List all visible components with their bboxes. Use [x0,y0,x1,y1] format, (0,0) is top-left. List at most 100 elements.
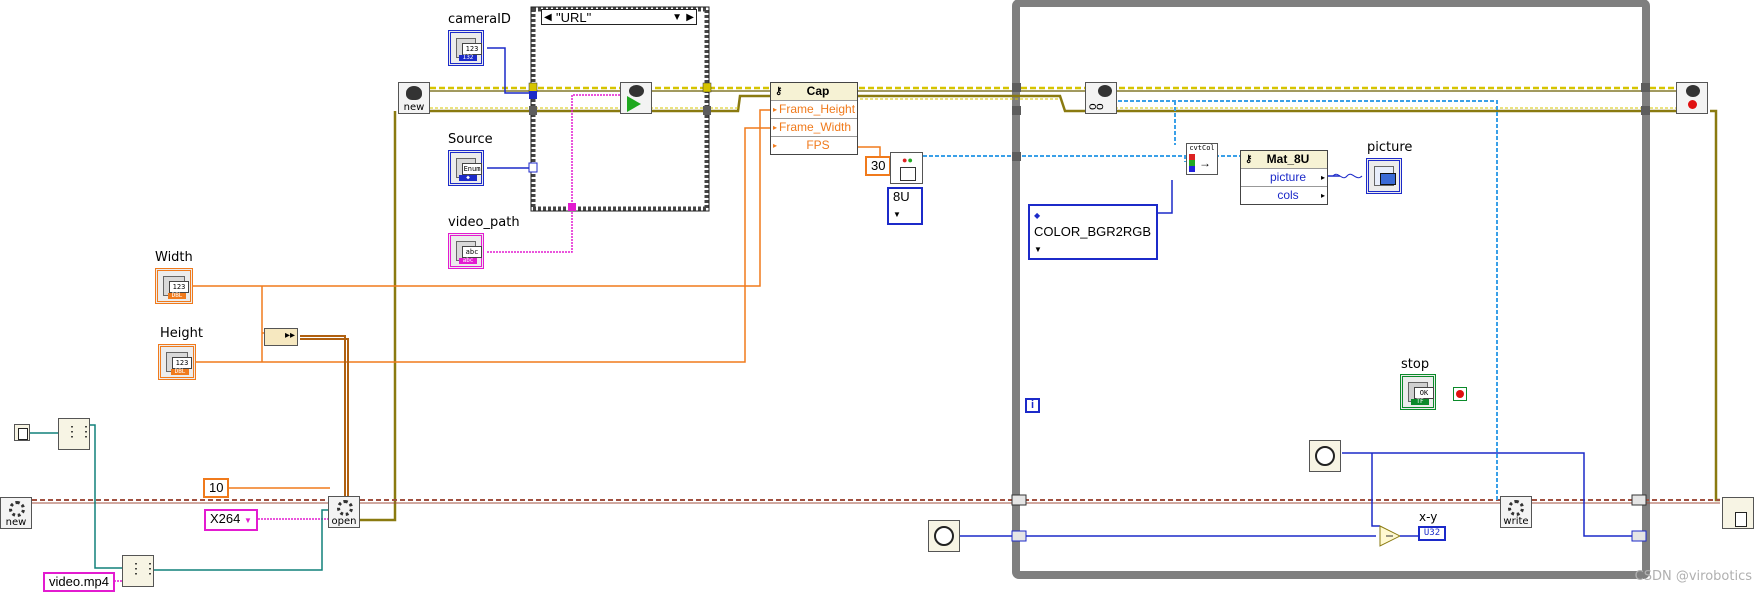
rgb-bars-icon [1189,154,1195,172]
case-dropdown-icon[interactable]: ▼ [672,12,682,23]
wrench-icon: ⚷ [1245,154,1253,165]
fps-constant[interactable]: 30 [865,156,892,176]
cap-row-label: FPS [806,138,830,152]
num-tag: 123 [172,357,192,369]
play-icon [627,96,641,112]
cap-row-frame-height[interactable]: ▸ Frame_Height [771,100,857,118]
color-dots-icon: ●● [902,155,913,165]
dropdown-icon: ▼ [1034,245,1042,254]
cap-property-node[interactable]: ⚷ Cap ▸ Frame_Height ▸ Frame_Width ▸ FPS [770,82,858,155]
strip-path-vi[interactable]: ⋮⋮ [58,418,93,450]
output-arrow-icon: ▸ [1320,173,1325,182]
xy-indicator[interactable]: U32 [1418,526,1446,541]
cap-row-label: Frame_Height [779,102,856,116]
output-arrow-icon: ▸ [773,141,778,150]
write-caption: write [1503,516,1529,527]
clock-icon [934,526,954,546]
output-arrow-icon: ▸ [1320,191,1325,200]
frame-icon [900,167,916,181]
glasses-icon: ᴑᴑ [1089,99,1104,113]
app-dir-vi[interactable] [14,424,30,441]
release-writer-vi[interactable] [1722,497,1754,529]
mat-row-picture[interactable]: picture ▸ [1241,168,1327,186]
picture-icon [1380,173,1396,185]
case-next-arrow[interactable]: ▶ [686,12,694,23]
width-label: Width [155,250,193,265]
tree-icon: ⋮⋮ [65,423,93,439]
build-array-node[interactable]: ▸▸ [264,328,298,346]
num-tag: 123 [169,281,189,293]
case-selector[interactable]: ◀ "URL" ▼ ▶ [541,9,697,25]
stop-label: stop [1401,357,1430,372]
open-writer-vi[interactable]: open [328,496,360,528]
dropdown-icon: ▼ [893,210,901,219]
codec-value: X264 [210,511,241,526]
release-capture-vi[interactable] [1676,82,1708,114]
file-icon [1735,512,1747,527]
filename-constant[interactable]: video.mp4 [43,572,115,592]
file-icon [18,428,28,440]
mat-node-title: Mat_8U [1266,152,1310,166]
picture-indicator[interactable] [1366,158,1402,194]
stop-red-icon [1688,100,1697,109]
ten-constant[interactable]: 10 [203,478,230,498]
cap-row-label: Frame_Width [779,120,852,134]
mat-row-cols[interactable]: cols ▸ [1241,186,1327,204]
film-reel-icon [337,500,353,516]
video-path-label: video_path [448,215,520,230]
mat-row-label: cols [1277,188,1299,202]
camera-icon [629,85,644,97]
stop-condition-icon[interactable] [1453,387,1467,401]
case-prev-arrow[interactable]: ◀ [544,12,552,23]
tf-tag: TF [1411,399,1429,405]
video-path-terminal[interactable]: abc abc [448,233,484,269]
color-code-value: COLOR_BGR2RGB [1034,224,1152,239]
camera-id-terminal[interactable]: 123 I32 [448,30,484,66]
camera-icon [1686,85,1700,97]
type-tag: DBL [168,293,186,299]
read-frame-vi[interactable]: ᴑᴑ [1085,82,1117,114]
write-video-vi[interactable]: write [1500,496,1532,528]
build-array-icon: ▸▸ [284,330,295,341]
xy-label: x-y [1419,510,1438,524]
codec-selector[interactable]: X264 ▼ [204,509,258,531]
enum-arrows-icon: ◆ [459,175,477,181]
create-mat-vi[interactable]: ●● [890,152,923,184]
str-type-tag: abc [459,258,477,264]
new-writer-caption: new [5,517,27,528]
new-writer-vi[interactable]: new [0,497,32,529]
timer-clock-icon[interactable] [1309,440,1341,472]
depth-selector[interactable]: 8U ▼ [887,187,923,225]
color-code-selector[interactable]: ◆ COLOR_BGR2RGB ▼ [1028,204,1158,260]
open-caption: open [331,516,357,527]
cap-node-header: ⚷ Cap [771,83,857,100]
input-arrow-icon: ▸ [773,123,778,132]
new-capture-vi[interactable]: new [398,82,430,114]
new-caption: new [403,102,425,113]
dropdown-icon: ▼ [244,516,252,525]
source-terminal[interactable]: Enum ◆ [448,150,484,186]
start-timer-clock-icon[interactable] [928,520,960,552]
mat-property-node[interactable]: ⚷ Mat_8U picture ▸ cols ▸ [1240,150,1328,205]
ok-tag: OK [1414,387,1434,399]
case-selector-value: "URL" [556,10,592,25]
cap-row-frame-width[interactable]: ▸ Frame_Width [771,118,857,136]
cap-row-fps[interactable]: ▸ FPS [771,136,857,154]
type-tag: I32 [459,55,477,61]
while-loop-frame [1012,0,1650,579]
camera-icon [1098,85,1112,97]
height-terminal[interactable]: 123 DBL [158,344,196,380]
build-path-vi[interactable]: ⋮⋮ [122,555,157,587]
stop-terminal[interactable]: OK TF [1400,374,1436,410]
clock-icon [1315,446,1335,466]
cvt-color-vi[interactable]: cvtCol → [1186,143,1218,175]
enum-arrows-icon: ◆ [1034,211,1041,220]
type-tag: DBL [171,369,189,375]
tree-icon: ⋮⋮ [129,560,157,576]
cap-node-title: Cap [806,84,830,98]
width-terminal[interactable]: 123 DBL [155,268,193,304]
watermark: CSDN @virobotics [1634,569,1752,584]
open-camera-vi[interactable] [620,82,652,114]
mat-node-header: ⚷ Mat_8U [1241,151,1327,168]
